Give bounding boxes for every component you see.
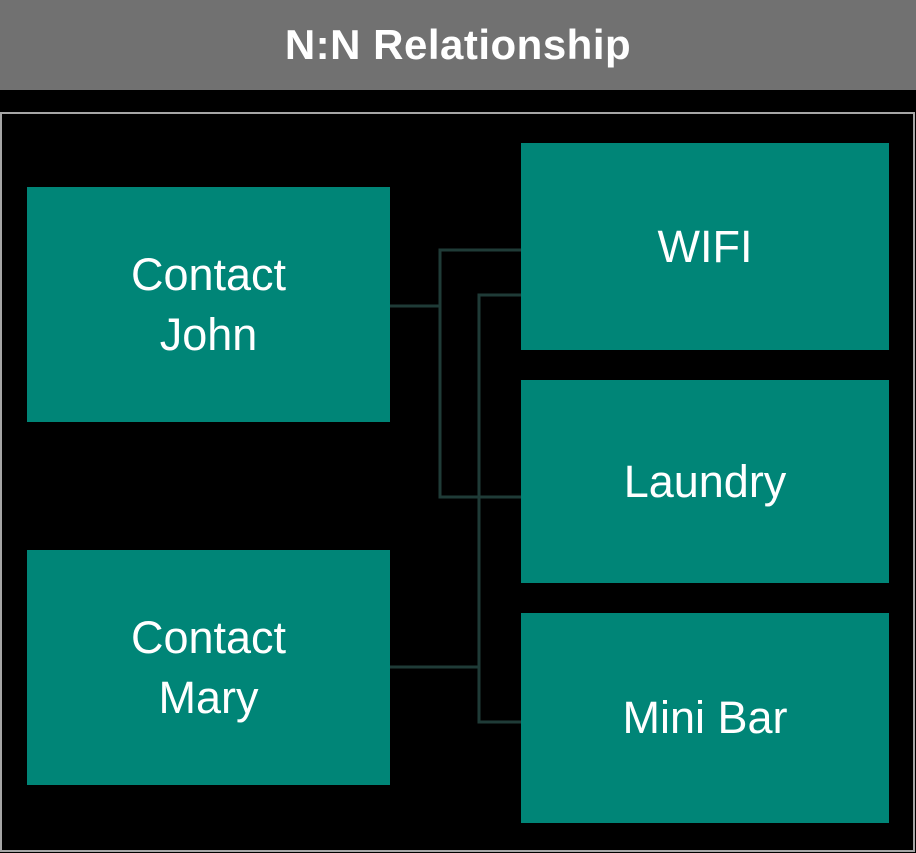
entity-label: John	[159, 308, 258, 360]
entity-label: Laundry	[623, 455, 787, 507]
entity-label: Mini Bar	[622, 692, 788, 743]
edge-contact-mary-branch	[477, 293, 522, 724]
entity-laundry: Laundry	[521, 380, 889, 583]
entity-contact-john: Contact John	[27, 187, 390, 422]
entity-label: Mary	[158, 671, 259, 723]
entity-wifi: WIFI	[521, 143, 889, 350]
entity-label: Contact	[130, 611, 287, 663]
edge-contact-john-branch	[438, 248, 522, 499]
title-bar: N:N Relationship	[0, 0, 916, 90]
page-title: N:N Relationship	[284, 21, 632, 68]
entity-mini-bar: Mini Bar	[521, 613, 889, 823]
entity-contact-mary: Contact Mary	[27, 550, 390, 785]
entity-label: Contact	[130, 248, 287, 300]
entity-label: WIFI	[657, 220, 753, 272]
